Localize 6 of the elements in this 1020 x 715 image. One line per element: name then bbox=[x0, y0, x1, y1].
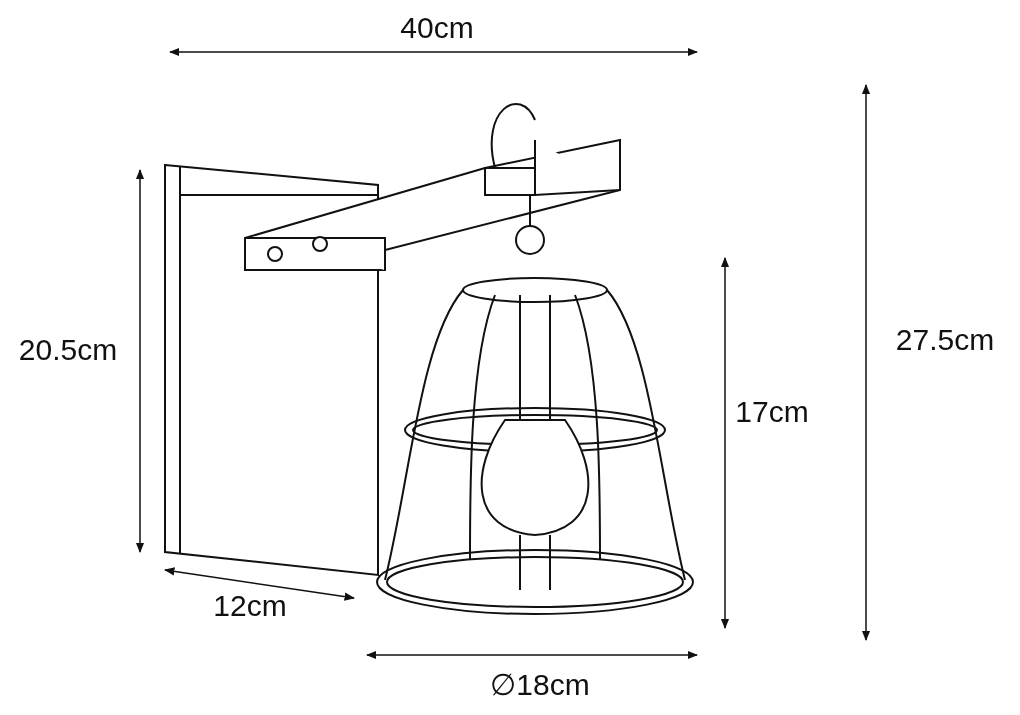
dimension-label: 20.5cm bbox=[18, 333, 118, 367]
dimension-label: ∅18cm bbox=[490, 666, 590, 702]
dimension-label: 27.5cm bbox=[895, 323, 995, 357]
dimension-label: 40cm bbox=[400, 11, 474, 45]
dimension-label: 17cm bbox=[735, 395, 809, 429]
dimension-label: 12cm bbox=[213, 589, 287, 623]
